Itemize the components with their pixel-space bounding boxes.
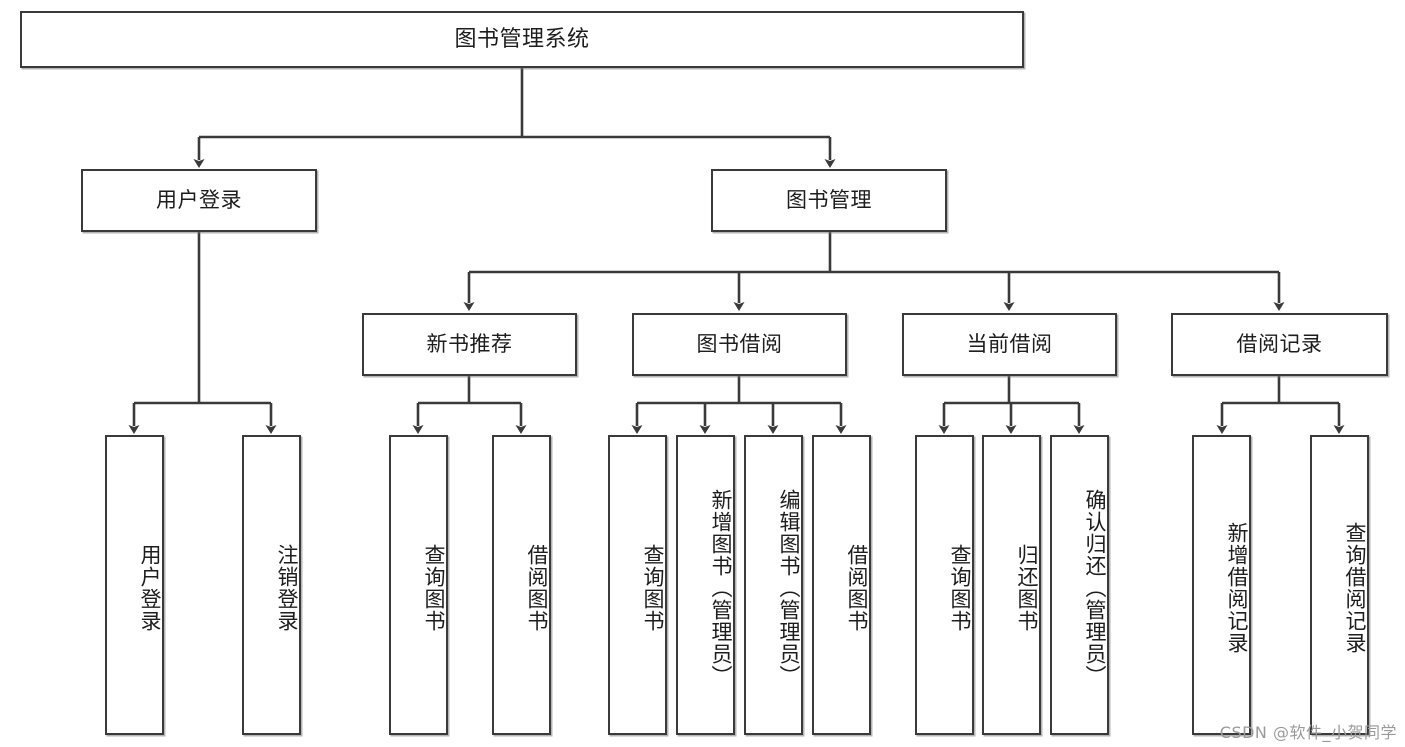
leaf-recommend-query-book[interactable]: 查询图书 [389,435,448,735]
node-root-system-label: 图书管理系统 [454,26,590,52]
node-book-management[interactable]: 图书管理 [711,169,947,232]
leaf-record-query-record[interactable]: 查询借阅记录 [1310,435,1369,735]
leaf-borrow-add-book-admin-label: 新增图书（管理员） [709,489,733,687]
node-book-borrow-label: 图书借阅 [696,332,783,357]
leaf-borrow-borrow-book-label: 借阅图书 [845,544,869,632]
leaf-borrow-query-book[interactable]: 查询图书 [608,435,667,735]
node-book-management-label: 图书管理 [786,188,872,213]
leaf-recommend-query-book-label: 查询图书 [422,544,446,632]
leaf-user-login-signout-label: 注销登录 [275,544,299,632]
leaf-recommend-borrow-book[interactable]: 借阅图书 [492,435,551,735]
node-current-borrow-label: 当前借阅 [966,332,1053,357]
leaf-current-return-book[interactable]: 归还图书 [982,435,1041,735]
node-current-borrow[interactable]: 当前借阅 [902,313,1117,376]
leaf-borrow-edit-book-admin[interactable]: 编辑图书（管理员） [744,435,803,735]
node-borrow-record[interactable]: 借阅记录 [1171,313,1388,376]
node-new-book-recommend-label: 新书推荐 [426,332,513,357]
node-user-login-label: 用户登录 [156,188,242,213]
node-book-borrow[interactable]: 图书借阅 [632,313,847,376]
leaf-user-login-signin-label: 用户登录 [138,544,162,632]
node-borrow-record-label: 借阅记录 [1236,332,1323,357]
leaf-record-add-record[interactable]: 新增借阅记录 [1192,435,1251,735]
node-user-login[interactable]: 用户登录 [81,169,317,232]
leaf-record-add-record-label: 新增借阅记录 [1225,522,1249,654]
leaf-user-login-signin[interactable]: 用户登录 [105,435,164,735]
leaf-current-confirm-return-admin-label: 确认归还（管理员） [1083,489,1107,687]
leaf-current-query-book-label: 查询图书 [948,544,972,632]
leaf-user-login-signout[interactable]: 注销登录 [242,435,301,735]
leaf-current-confirm-return-admin[interactable]: 确认归还（管理员） [1050,435,1109,735]
leaf-borrow-edit-book-admin-label: 编辑图书（管理员） [777,489,801,687]
watermark: CSDN @软件_小贺同学 [1219,723,1397,742]
leaf-record-query-record-label: 查询借阅记录 [1343,522,1367,654]
leaf-recommend-borrow-book-label: 借阅图书 [525,544,549,632]
node-new-book-recommend[interactable]: 新书推荐 [362,313,577,376]
node-root-system[interactable]: 图书管理系统 [20,11,1024,68]
leaf-borrow-query-book-label: 查询图书 [641,544,665,632]
leaf-borrow-borrow-book[interactable]: 借阅图书 [812,435,871,735]
leaf-borrow-add-book-admin[interactable]: 新增图书（管理员） [676,435,735,735]
leaf-current-query-book[interactable]: 查询图书 [915,435,974,735]
leaf-current-return-book-label: 归还图书 [1015,544,1039,632]
